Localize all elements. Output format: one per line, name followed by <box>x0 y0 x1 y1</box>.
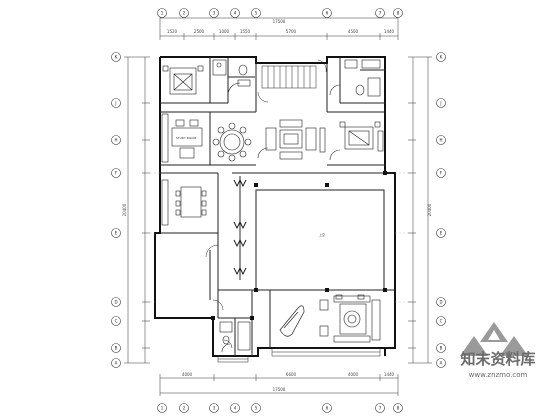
entrance-steps <box>217 347 381 363</box>
bottom-dimension-chain <box>159 374 399 396</box>
right-dimension-chain <box>408 56 432 364</box>
study-room-label: STUDY ROOM <box>176 136 197 140</box>
atrium-void-label: 上空 <box>319 232 325 237</box>
grid-bubble-label: C <box>440 319 443 324</box>
grid-bubble-label: 4 <box>234 11 237 16</box>
right-grid-bubbles <box>436 52 446 368</box>
bottom-dimension-value: 1440 <box>384 372 395 377</box>
exterior-walls <box>154 56 396 357</box>
grid-bubble-label: F <box>440 171 443 176</box>
top-dimension-chain <box>159 15 399 40</box>
door-swings <box>205 244 233 349</box>
bottom-overall-dimension: 17500 <box>273 387 286 392</box>
top-grid-bubbles <box>157 8 403 18</box>
bathroom-top-right <box>329 59 381 97</box>
grid-bubble-label: K <box>115 55 118 60</box>
grid-bubble-label: B <box>440 346 443 351</box>
interior-walls <box>160 57 395 356</box>
grid-bubble-label: 4 <box>234 406 237 411</box>
grid-bubble-label: 6 <box>326 11 329 16</box>
grid-bubble-label: B <box>115 346 118 351</box>
bedroom-top-left <box>162 65 241 96</box>
grid-bubble-label: 1 <box>161 406 164 411</box>
watermark-url: www.znzmo.com <box>469 371 528 379</box>
grid-bubble-label: 3 <box>213 406 216 411</box>
top-dimension-value: 5700 <box>286 29 297 34</box>
bottom-dimension-values: 4000 6600 4000 1440 <box>182 372 395 377</box>
railing-symbols <box>233 176 247 280</box>
left-dimension-chain <box>124 56 150 364</box>
grid-bubble-label: H <box>114 138 117 143</box>
left-overall-dimension: 20400 <box>122 203 127 216</box>
grid-bubble-label: 8 <box>397 406 400 411</box>
bottom-grid-labels: 1 2 3 4 5 6 7 8 <box>161 406 400 411</box>
bedroom-right <box>329 121 384 161</box>
grid-bubble-label: D <box>439 300 442 305</box>
staircase-top <box>257 59 327 103</box>
left-grid-labels: K J H F E D C B A <box>114 55 117 366</box>
grid-bubble-label: 8 <box>397 11 400 16</box>
grid-bubble-label: A <box>440 361 443 366</box>
left-grid-bubbles <box>111 52 121 368</box>
study-room <box>161 113 203 163</box>
grid-bubble-label: K <box>440 55 443 60</box>
structural-columns <box>211 171 387 320</box>
top-dimension-values: 1520 2500 1000 1550 5700 4500 1440 <box>167 29 395 34</box>
grid-bubble-label: 1 <box>161 11 164 16</box>
grid-bubble-label: F <box>115 171 118 176</box>
top-grid-labels: 1 2 3 4 5 6 7 8 <box>161 11 400 16</box>
dining-table-left <box>161 179 207 226</box>
grid-bubble-label: D <box>114 300 117 305</box>
grid-bubble-label: E <box>440 231 443 236</box>
grid-bubble-label: J <box>114 101 116 106</box>
bottom-dimension-value: 6600 <box>286 372 297 377</box>
watermark: 知末资料库 www.znzmo.com <box>460 322 536 379</box>
round-dining-table <box>212 122 252 162</box>
top-dimension-value: 1520 <box>167 29 178 34</box>
grid-bubble-label: 5 <box>255 406 258 411</box>
grid-bubble-label: 6 <box>326 406 329 411</box>
top-dimension-value: 1000 <box>219 29 230 34</box>
grid-bubble-label: 7 <box>379 11 382 16</box>
top-dimension-value: 1550 <box>240 29 251 34</box>
top-dimension-value: 1440 <box>384 29 395 34</box>
grid-bubble-label: J <box>439 101 441 106</box>
chaise-lounge <box>279 305 305 337</box>
grid-bubble-label: E <box>115 231 118 236</box>
grid-reference-lines <box>150 172 408 303</box>
bathroom-top-left <box>212 59 251 87</box>
lounge-bottom-right <box>319 294 381 343</box>
bottom-dimension-value: 4000 <box>348 372 359 377</box>
top-overall-dimension: 17500 <box>273 19 286 24</box>
right-grid-labels: K J H F E D C B A <box>439 55 442 366</box>
top-dimension-value: 2500 <box>194 29 205 34</box>
living-room-sofa-set <box>257 119 326 160</box>
grid-bubble-label: C <box>115 319 118 324</box>
grid-bubble-label: 7 <box>379 406 382 411</box>
bottom-dimension-value: 4000 <box>182 372 193 377</box>
bathroom-bottom-left <box>219 321 251 353</box>
grid-bubble-label: 2 <box>183 11 186 16</box>
grid-bubble-label: 2 <box>183 406 186 411</box>
right-overall-dimension: 20400 <box>427 203 432 216</box>
bottom-grid-bubbles <box>157 403 403 413</box>
watermark-logo-icon <box>460 322 528 356</box>
grid-bubble-label: 5 <box>255 11 258 16</box>
top-dimension-value: 4500 <box>348 29 359 34</box>
grid-bubble-label: 3 <box>213 11 216 16</box>
grid-bubble-label: H <box>439 138 442 143</box>
grid-bubble-label: A <box>115 361 118 366</box>
watermark-brand: 知末资料库 <box>460 350 535 368</box>
